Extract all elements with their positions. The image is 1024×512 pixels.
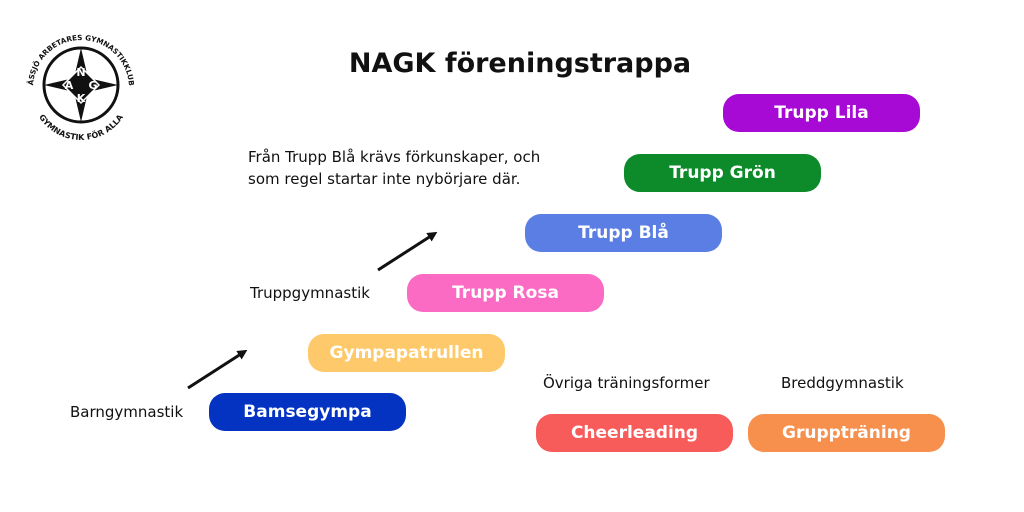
label-ovriga-traningsformer: Övriga träningsformer xyxy=(543,374,710,392)
logo-letter-g: G xyxy=(88,79,97,92)
page-title: NAGK föreningstrappa xyxy=(348,48,692,79)
logo-letter-a: A xyxy=(65,79,74,92)
label-barngymnastik: Barngymnastik xyxy=(70,403,184,421)
prerequisite-note-line-2: som regel startar inte nybörjare där. xyxy=(248,170,521,188)
step-trupp-gron[interactable]: Trupp Grön xyxy=(624,154,821,192)
label-breddgymnastik: Breddgymnastik xyxy=(781,374,904,392)
step-trupp-lila[interactable]: Trupp Lila xyxy=(723,94,920,132)
step-gympapatrullen[interactable]: Gympapatrullen xyxy=(308,334,505,372)
arrow-up-2 xyxy=(377,231,438,272)
step-trupp-bla[interactable]: Trupp Blå xyxy=(525,214,722,252)
prerequisite-note-line-1: Från Trupp Blå krävs förkunskaper, och xyxy=(248,148,541,166)
logo-letter-n: N xyxy=(76,66,85,79)
other-cheerleading[interactable]: Cheerleading xyxy=(536,414,733,452)
arrow-up-1 xyxy=(187,349,248,390)
step-trupp-rosa[interactable]: Trupp Rosa xyxy=(407,274,604,312)
other-grupptraning[interactable]: Gruppträning xyxy=(748,414,945,452)
prerequisite-note: Från Trupp Blå krävs förkunskaper, och s… xyxy=(248,146,540,190)
step-bamsegympa[interactable]: Bamsegympa xyxy=(209,393,406,431)
nagk-logo: NÄSSJÖ ARBETARES GYMNASTIKKLUBB GYMNASTI… xyxy=(15,15,144,148)
logo-emblem: NÄSSJÖ ARBETARES GYMNASTIKKLUBB GYMNASTI… xyxy=(15,15,136,142)
logo-letter-k: K xyxy=(77,92,86,105)
label-truppgymnastik: Truppgymnastik xyxy=(250,284,370,302)
